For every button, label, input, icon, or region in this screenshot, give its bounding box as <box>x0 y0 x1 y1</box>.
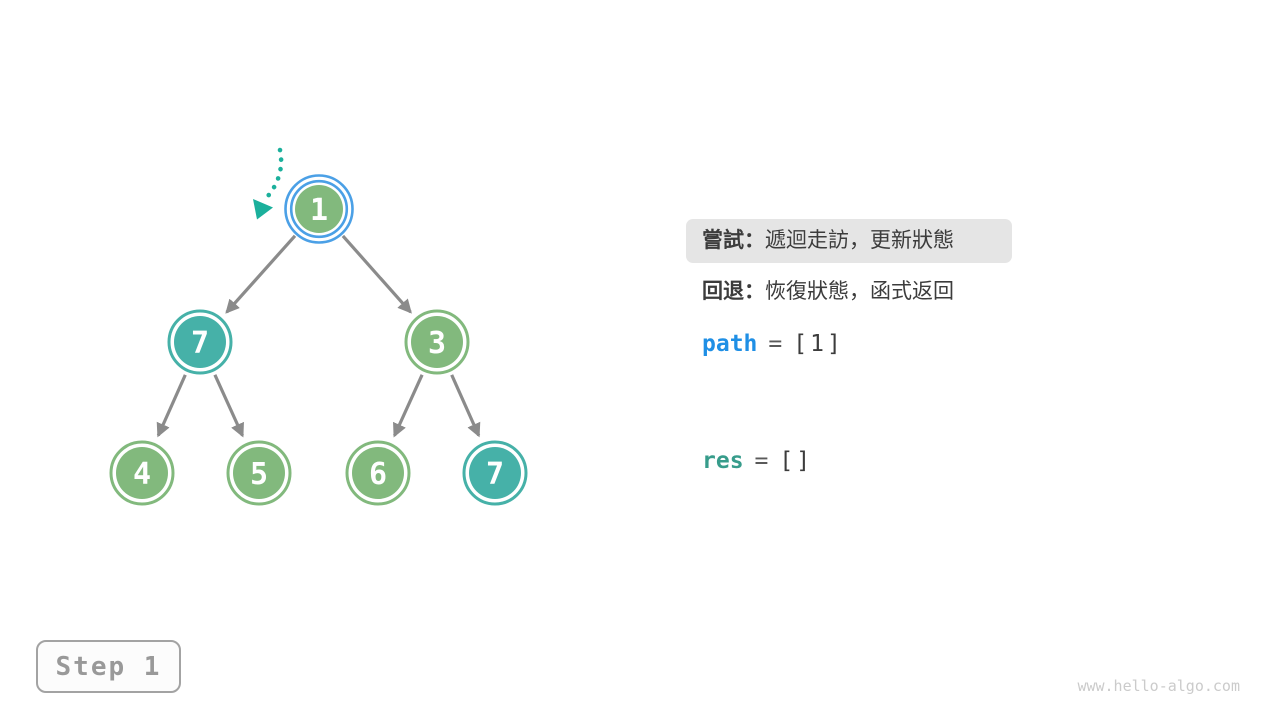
path-variable: path <box>702 331 758 357</box>
tree-node-leaf-4: 4 <box>109 440 175 506</box>
back-text: 恢復狀態，函式返回 <box>765 279 954 303</box>
edge-3-to-6 <box>393 374 424 438</box>
tree-node-left: 7 <box>167 309 233 375</box>
path-equals: = <box>768 331 783 357</box>
tree-node-leaf-5: 5 <box>226 440 292 506</box>
node-value: 6 <box>369 457 387 492</box>
try-line: 嘗試：遞迴走訪，更新狀態 <box>702 230 954 251</box>
tree-node-leaf-6: 6 <box>345 440 411 506</box>
tree-node-leaf-7: 7 <box>462 440 528 506</box>
res-value: [] <box>779 448 814 474</box>
node-ring <box>345 440 411 506</box>
node-value: 5 <box>250 457 268 492</box>
tree-node-right: 3 <box>404 309 470 375</box>
node-circle <box>116 447 168 499</box>
node-value: 7 <box>486 457 504 492</box>
try-highlight-box: 嘗試：遞迴走訪，更新狀態 <box>686 219 1012 263</box>
watermark: www.hello-algo.com <box>1077 677 1240 695</box>
back-label: 回退： <box>702 279 765 303</box>
node-circle <box>174 316 226 368</box>
path-state-line: path = [1] <box>702 333 844 356</box>
node-ring <box>226 440 292 506</box>
edge-7-to-4 <box>156 374 187 438</box>
edge-1-to-7 <box>225 234 297 314</box>
res-state-line: res = [] <box>702 450 813 473</box>
step-badge: Step 1 <box>36 640 181 693</box>
root-node-value: 1 <box>310 193 328 228</box>
tree-edges <box>156 234 481 438</box>
path-value: [1] <box>793 331 844 357</box>
edge-1-to-3 <box>341 234 412 314</box>
root-node-circle <box>295 185 343 233</box>
node-circle <box>352 447 404 499</box>
node-circle <box>469 447 521 499</box>
root-outer-ring <box>284 174 354 244</box>
node-ring <box>167 309 233 375</box>
node-value: 4 <box>133 457 151 492</box>
node-ring <box>109 440 175 506</box>
edge-7-to-5 <box>213 374 244 438</box>
edge-3-to-7 <box>450 374 481 438</box>
entry-pointer-arrowhead-icon <box>253 199 273 220</box>
entry-pointer <box>253 147 284 220</box>
node-circle <box>411 316 463 368</box>
step-badge-label: Step 1 <box>55 651 162 682</box>
tree-node-root: 1 <box>284 174 354 244</box>
try-label: 嘗試： <box>702 228 765 252</box>
root-inner-ring <box>289 179 349 239</box>
node-circle <box>233 447 285 499</box>
res-variable: res <box>702 448 744 474</box>
node-ring <box>404 309 470 375</box>
node-value: 3 <box>428 326 446 361</box>
node-ring <box>462 440 528 506</box>
back-line: 回退：恢復狀態，函式返回 <box>702 281 954 302</box>
entry-pointer-dots <box>265 147 284 199</box>
res-equals: = <box>754 448 769 474</box>
try-text: 遞迴走訪，更新狀態 <box>765 228 954 252</box>
node-value: 7 <box>191 326 209 361</box>
